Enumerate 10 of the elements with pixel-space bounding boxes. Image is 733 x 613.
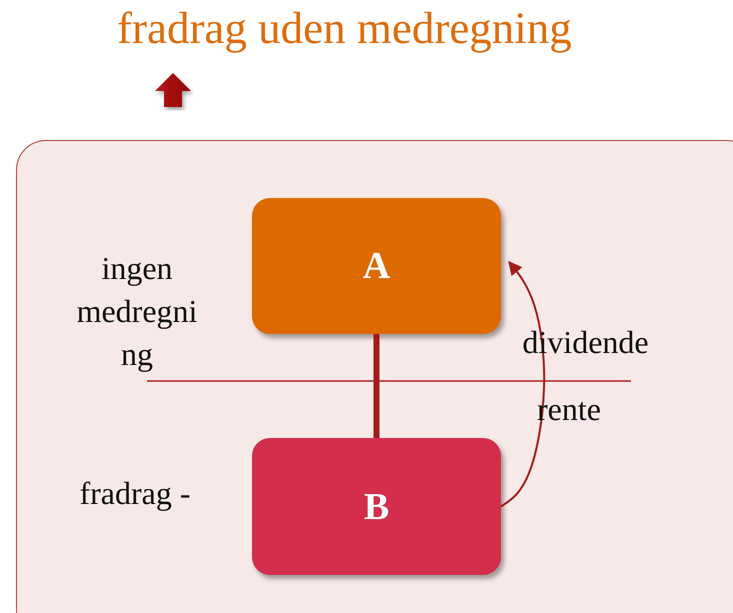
text-label: ingen medregning (76, 249, 198, 374)
box-label: A (362, 244, 390, 288)
box-label: B (364, 484, 390, 528)
panel-background (16, 140, 733, 613)
title: fradrag uden medregning (117, 2, 572, 54)
text-label: fradrag - (78, 474, 192, 513)
process-box (252, 198, 501, 334)
process-box (252, 438, 501, 575)
curved-arrow (500, 260, 546, 508)
connector-line (374, 334, 380, 438)
